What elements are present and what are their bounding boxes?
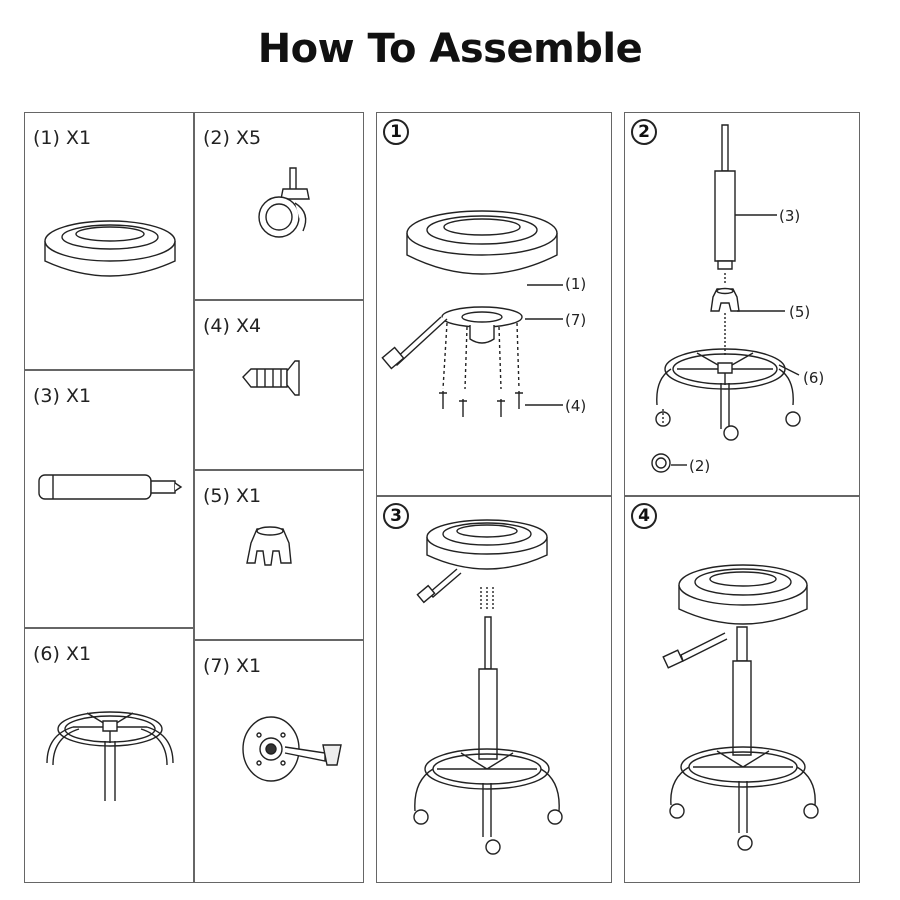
step-3-illustration bbox=[377, 497, 613, 884]
part-2-panel: (2) X5 bbox=[194, 112, 364, 300]
part-7-label: (7) X1 bbox=[203, 655, 262, 677]
step-2-number: 2 bbox=[631, 119, 657, 145]
part-7-panel: (7) X1 bbox=[194, 640, 364, 883]
screw-icon bbox=[195, 301, 365, 471]
gas-cylinder-icon bbox=[25, 371, 195, 629]
step-1-panel: 1 (1) (7) (4) bbox=[376, 112, 612, 496]
step-1-callout-plate: (7) bbox=[565, 311, 587, 329]
step-4-number: 4 bbox=[631, 503, 657, 529]
step-2-callout-caster: (2) bbox=[689, 457, 711, 475]
step-4-panel: 4 bbox=[624, 496, 860, 883]
part-5-panel: (5) X1 bbox=[194, 470, 364, 640]
step-2-illustration bbox=[625, 113, 861, 497]
base-ring-icon bbox=[25, 629, 195, 884]
part-2-label: (2) X5 bbox=[203, 127, 262, 149]
step-1-illustration bbox=[377, 113, 613, 497]
part-1-label: (1) X1 bbox=[33, 127, 92, 149]
page-title: How To Assemble bbox=[257, 26, 643, 72]
step-2-callout-base: (6) bbox=[803, 369, 825, 387]
part-6-panel: (6) X1 bbox=[24, 628, 194, 883]
seat-cushion-icon bbox=[25, 113, 195, 371]
step-1-callout-seat: (1) bbox=[565, 275, 587, 293]
caster-wheel-icon bbox=[195, 113, 365, 301]
part-1-panel: (1) X1 bbox=[24, 112, 194, 370]
step-4-illustration bbox=[625, 497, 861, 884]
part-3-label: (3) X1 bbox=[33, 385, 92, 407]
part-4-label: (4) X4 bbox=[203, 315, 262, 337]
step-1-callout-screws: (4) bbox=[565, 397, 587, 415]
part-6-label: (6) X1 bbox=[33, 643, 92, 665]
base-adapter-icon bbox=[195, 471, 365, 641]
step-2-panel: 2 bbox=[624, 112, 860, 496]
step-2-callout-cylinder: (3) bbox=[779, 207, 801, 225]
part-4-panel: (4) X4 bbox=[194, 300, 364, 470]
step-3-number: 3 bbox=[383, 503, 409, 529]
part-3-panel: (3) X1 bbox=[24, 370, 194, 628]
part-5-label: (5) X1 bbox=[203, 485, 262, 507]
step-2-callout-adapter: (5) bbox=[789, 303, 811, 321]
mechanism-plate-icon bbox=[195, 641, 365, 884]
step-1-number: 1 bbox=[383, 119, 409, 145]
step-3-panel: 3 bbox=[376, 496, 612, 883]
